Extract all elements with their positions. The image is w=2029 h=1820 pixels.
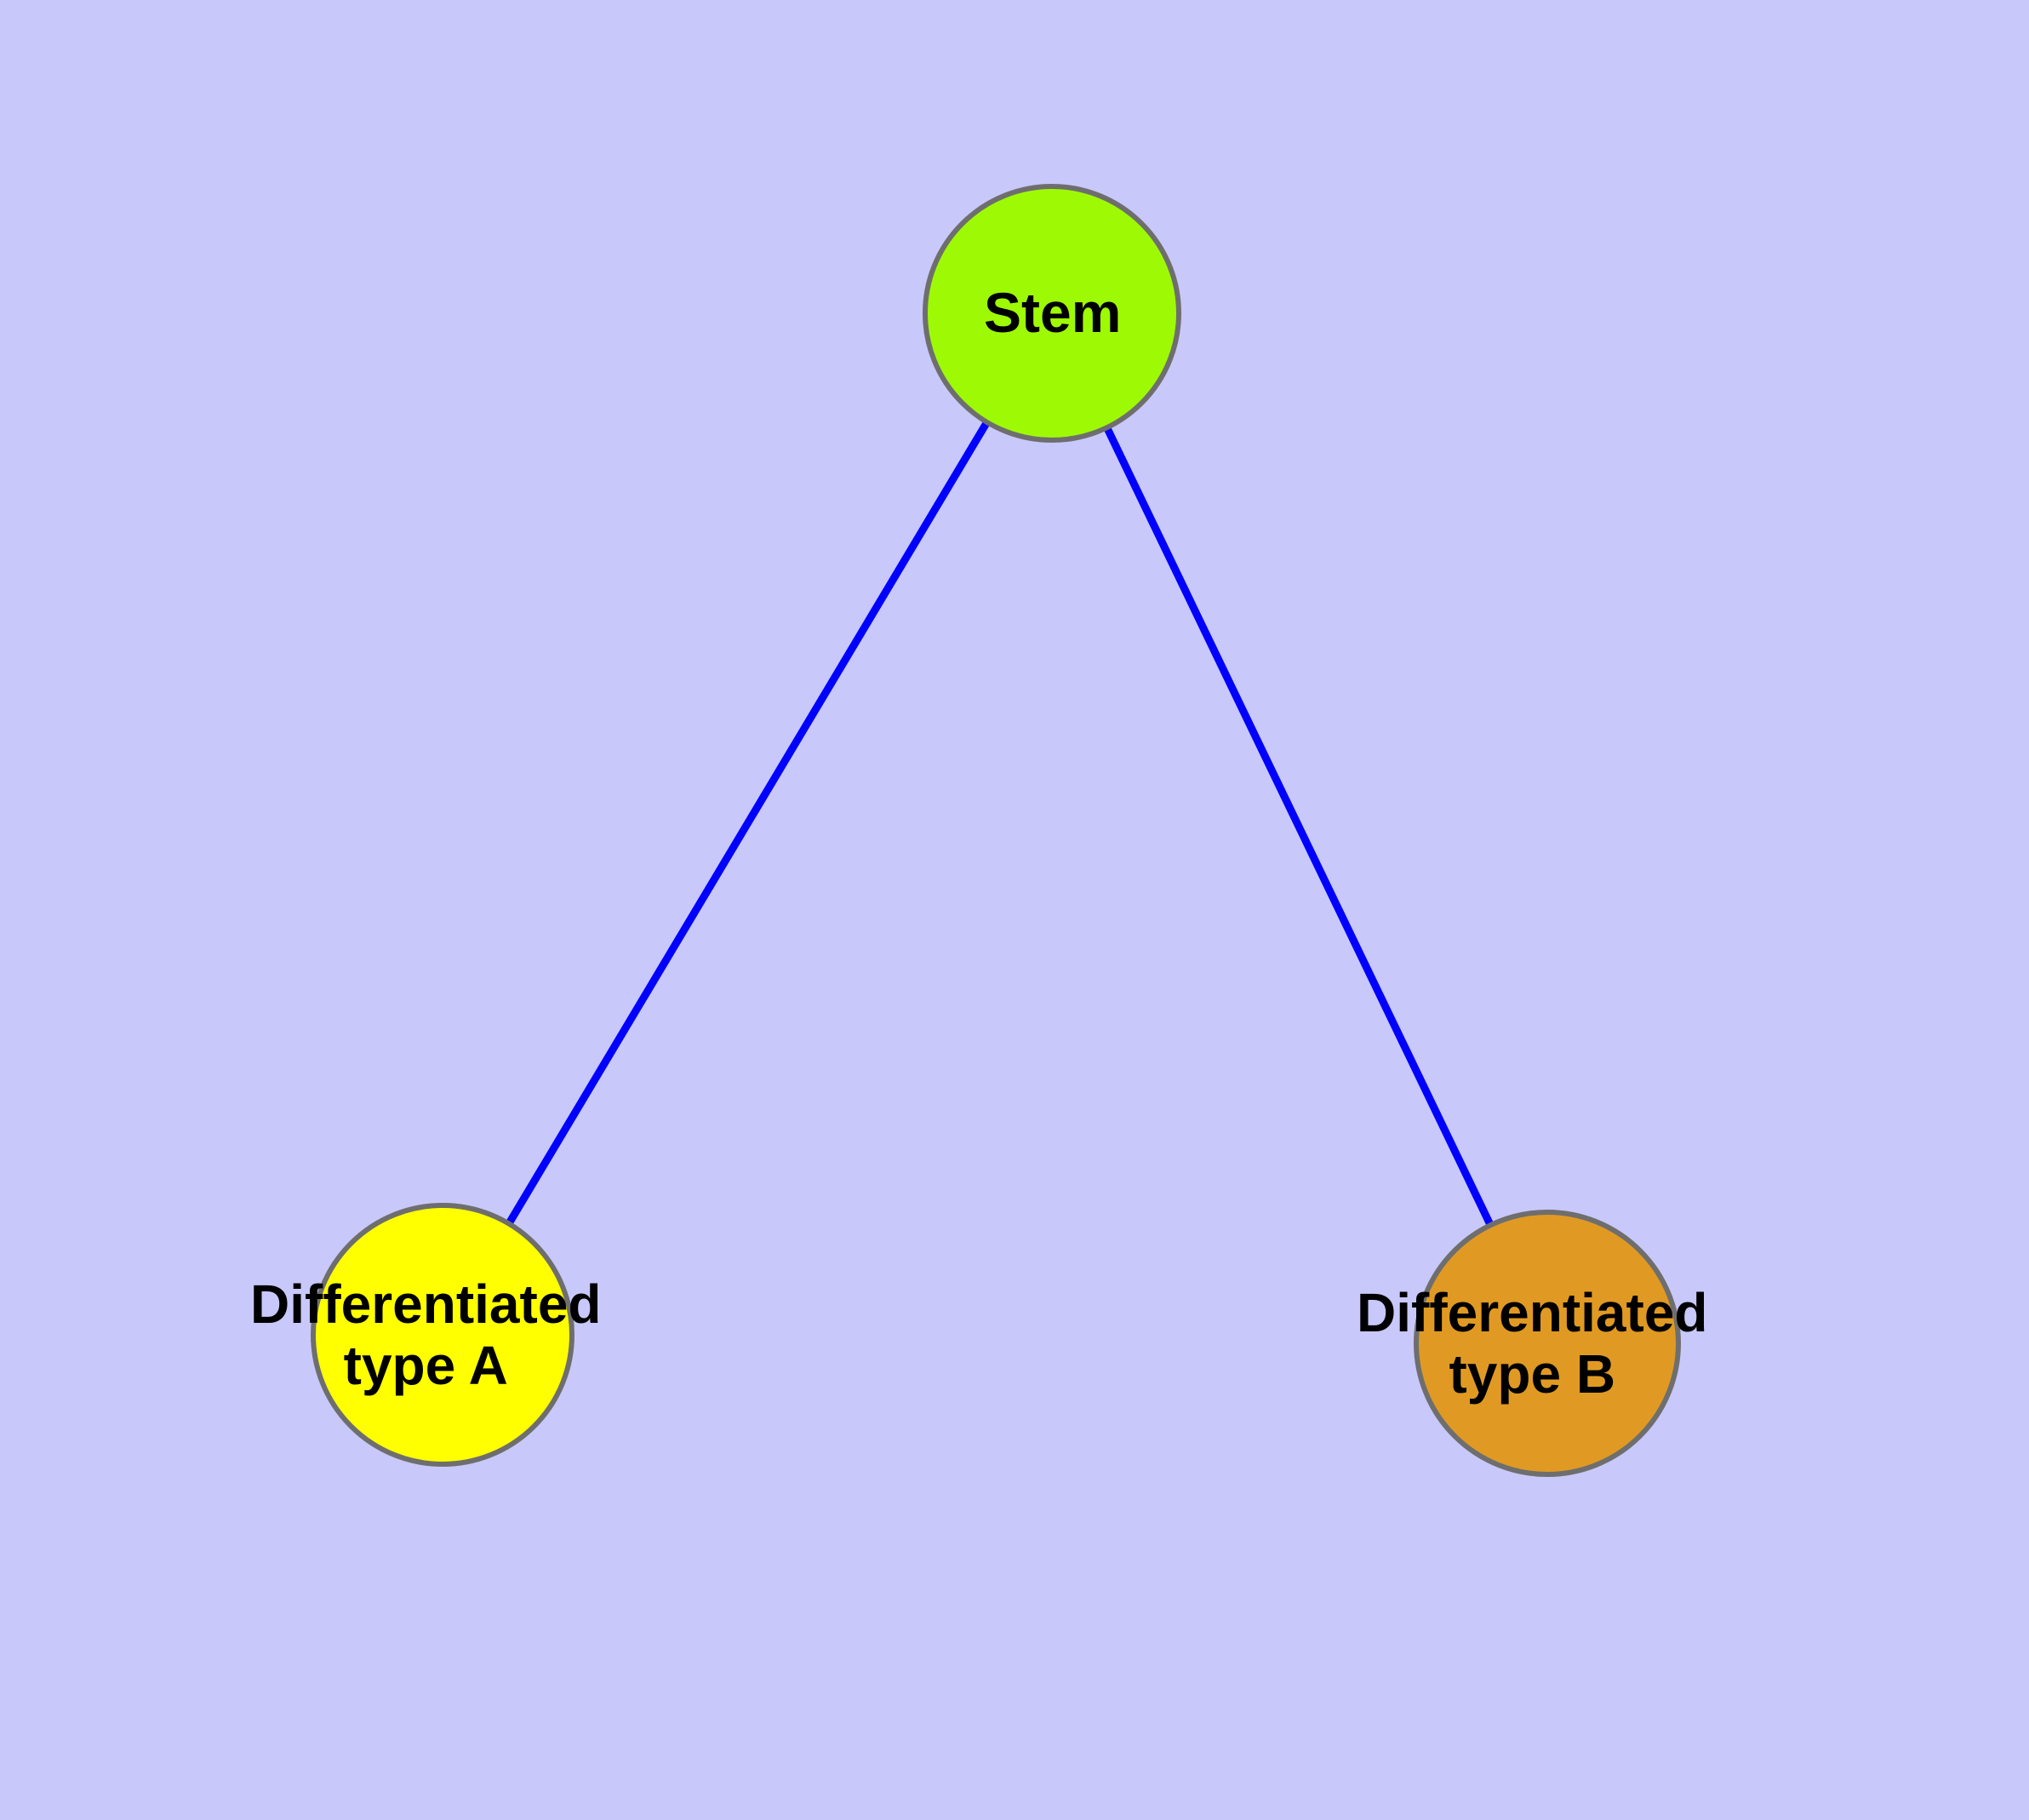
edge-stem-to-diff-a[interactable]	[439, 311, 1055, 1337]
node-diff-b[interactable]	[1414, 1210, 1681, 1477]
node-layer	[311, 184, 1681, 1477]
edge-stem-to-diff-b[interactable]	[1048, 312, 1552, 1345]
node-stem[interactable]	[923, 184, 1181, 443]
edge-layer	[439, 311, 1552, 1345]
node-diff-a[interactable]	[311, 1203, 574, 1467]
